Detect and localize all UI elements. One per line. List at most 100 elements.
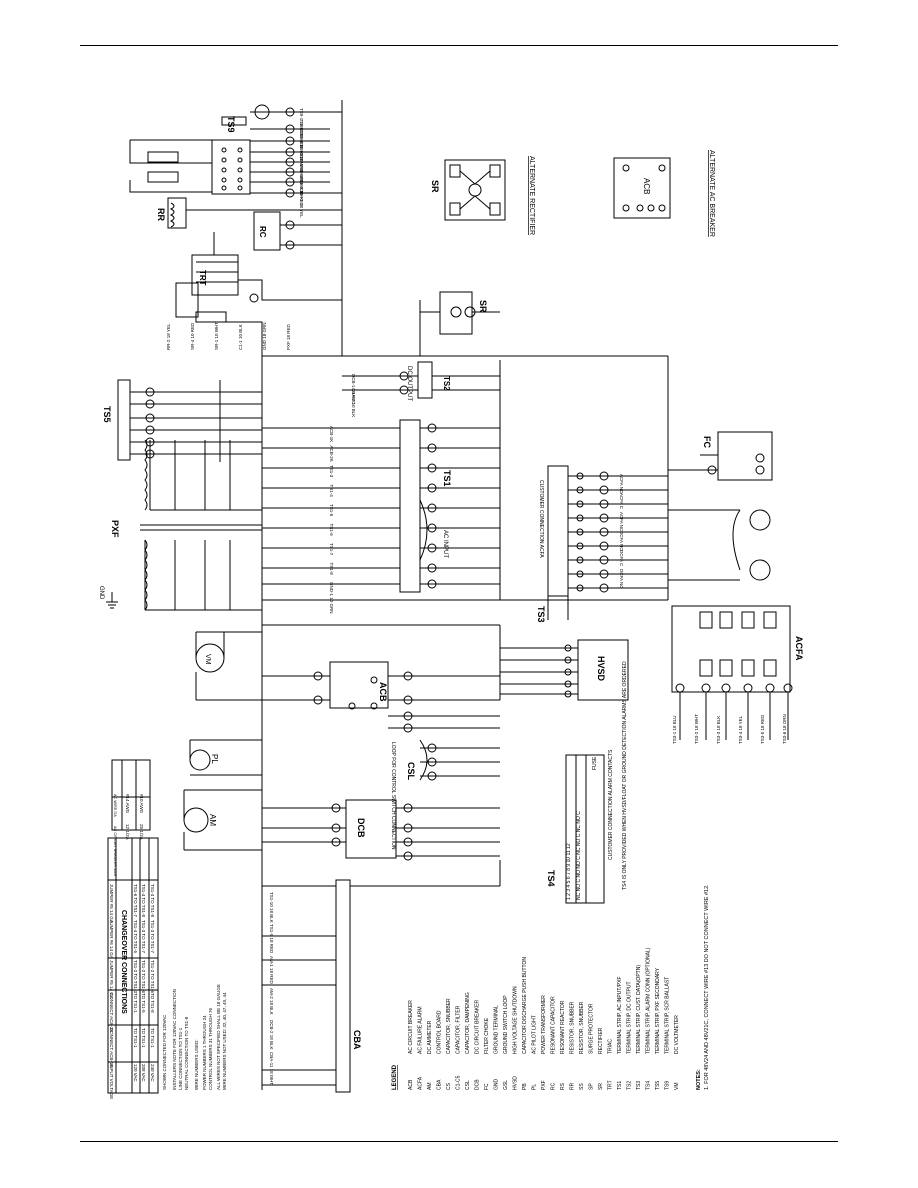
changeover-note-6: CONTROL NUMBERS 31 THROUGH 76 [208,1007,213,1090]
wire-label: TS9-2 18 BLK [299,120,304,148]
sr-rectifier [419,291,500,356]
changeover-note-0: SHOWN CONNECTED FOR 120VAC [162,1014,167,1090]
filter-capacitors [668,509,771,581]
wire-label: TS3-1 18 BLU [672,715,677,744]
csl-label: CSL [406,762,416,781]
changeover-row-3-c4: TS1-2 TO TS1-6 [150,960,155,994]
legend-code: TRT [608,1080,614,1090]
wire-label: TS1-10 18 BLK [269,892,274,923]
wire-label: TS1-9 18 RED [269,924,274,954]
wire-label: TS9-1 18 BLK [299,108,304,136]
csl-loop [419,739,500,781]
ts9-label: TS9 [226,116,236,133]
wire-label: TS1-4 [329,485,334,498]
alt-acb-label: ACB [642,178,651,194]
legend-desc: HIGH VOLTAGE SHUTDOWN [513,986,519,1054]
wire-label: CBA-2 10 BLK [351,388,356,417]
changeover-note-8: WIRE NUMBERS NOT USED: 32, 40, 47, 49, 4… [222,992,227,1090]
bottom-rule [80,1141,838,1142]
legend-desc: CONTROL BOARD [437,1010,443,1054]
legend-desc: AC FAILURE ALARM [418,1006,424,1054]
wire-label: TS1-5 [329,504,334,517]
wire-label: TS1-6 [329,524,334,537]
wire-label: TS3-5 18 RED [760,714,765,744]
rr-label: RR [156,208,166,221]
wire-label: DCB-2 18 BLK [269,1020,274,1050]
alt-breaker-caption: ALTERNATE AC BREAKER [708,150,715,237]
wire-label: C1-1 10 BLK [238,324,243,350]
legend-code: RC [551,1082,557,1090]
notes-item-1: 1. FOR 48V24 AND 48V21C, CONNECT WIRE #1… [704,884,710,1090]
wire-label: DCFA NC [619,569,624,589]
ts5-label: TS5 [102,406,112,423]
ts1-label: TS1 [442,470,452,487]
notes-title: NOTES: [696,1069,702,1090]
legend-desc: TERMINAL STRIP, DC OUTPUT [627,981,633,1054]
changeover-row-1: 120 VAC [133,1064,138,1082]
wire-label: TS9-7 18 RED [299,177,304,207]
legend-code: SP [589,1083,595,1090]
changeover-row-3-c6: TS1-4 TO TS1-8 [150,884,155,918]
wire-label: DCFA NO [619,531,624,551]
legend-code: TS1 [617,1081,623,1090]
legend-desc: TERMINAL STRIP, AC INPUT/PXF [617,976,623,1054]
legend-desc: CAPACITOR, SNUBBER [446,998,452,1054]
pxf-transformer [140,439,262,611]
legend-desc: RESONANT REACTOR [560,1000,566,1054]
dcb-label: DCB [356,818,366,838]
legend-code: RS [560,1082,566,1090]
wire-label: RR-2 18 YEL [166,323,171,350]
ts4-fuse: FUSE [592,756,598,770]
gnd-label: GND [98,586,104,600]
legend-desc: AC CIRCUIT BREAKER [408,1000,414,1054]
changeover-row-2-c6: TS1-4 TO TS1-8 [141,884,146,918]
ts1-block [262,419,500,593]
sr-alt-label: SR [430,180,440,193]
legend-desc: TERMINAL STRIP, ALARM CONN.(OPTIONAL) [646,947,652,1054]
wire-label: ACB-1K [329,426,334,442]
ts4-block [565,754,605,904]
alternate-ac-breaker [613,157,671,219]
ground-symbol [106,592,118,609]
legend-desc: DC AMMETER [427,1020,433,1054]
ts1-caption: AC INPUT [442,530,448,558]
notes: NOTES: 1. FOR 48V24 AND 48V21C, CONNECT … [696,884,710,1090]
fc-choke [668,431,773,481]
wire-label: TS1-8 [329,563,334,576]
legend-code: SS [579,1083,585,1090]
legend-code: DCB [475,1079,481,1090]
changeover-row-3-c3: TO TS1-8 [150,993,155,1013]
sr-label: SR [478,300,488,313]
changeover-header-j7: JUMPER #5 14 GA [109,884,114,923]
legend-code: ACB [408,1079,414,1090]
wire-label: ACFA NC [619,512,624,532]
changeover-table [107,837,159,1094]
wire-label: SR-1 10 WHT [214,322,219,350]
legend-desc: DC CIRCUIT BREAKER [475,1000,481,1054]
legend-code: PB [522,1083,528,1090]
legend-desc: GROUND SWITCH LOOP [503,995,509,1054]
legend-code: CBA [437,1079,443,1090]
wire-label: ACFA C [619,493,624,510]
legend-desc: TERMINAL STRIP, CUST. DATA(OPTN) [636,965,642,1054]
legend-code: VM [674,1083,680,1091]
wire-label: CBA-11 18 WHT [269,1052,274,1085]
legend-desc: TRIAC [608,1039,614,1054]
acfa-label: ACFA [794,636,804,661]
changeover-note-5: POWER NUMBERS 1 THROUGH 24 [202,1015,207,1090]
legend-desc: DC VOLTMETER [674,1015,680,1054]
wire-label: AM-1 18 RED [269,956,274,985]
rc-capacitor [253,211,342,251]
legend-code: TS9 [665,1081,671,1090]
wire-label: ACFA NO [619,474,624,494]
legend-desc: POWER TRANSFORMER [541,995,547,1054]
legend-code: PXF [541,1080,547,1090]
legend-desc: AC PILOT LIGHT [532,1015,538,1054]
wire-label: TS9-3 18 RED [299,131,304,161]
wire-label: SR-4 10 RED [190,322,195,350]
wire-label: GND 18 GRN [262,322,267,350]
legend-desc: CAPACITOR DISCHARGE PUSH BUTTON [522,957,528,1054]
legend-code: CS [446,1082,452,1090]
